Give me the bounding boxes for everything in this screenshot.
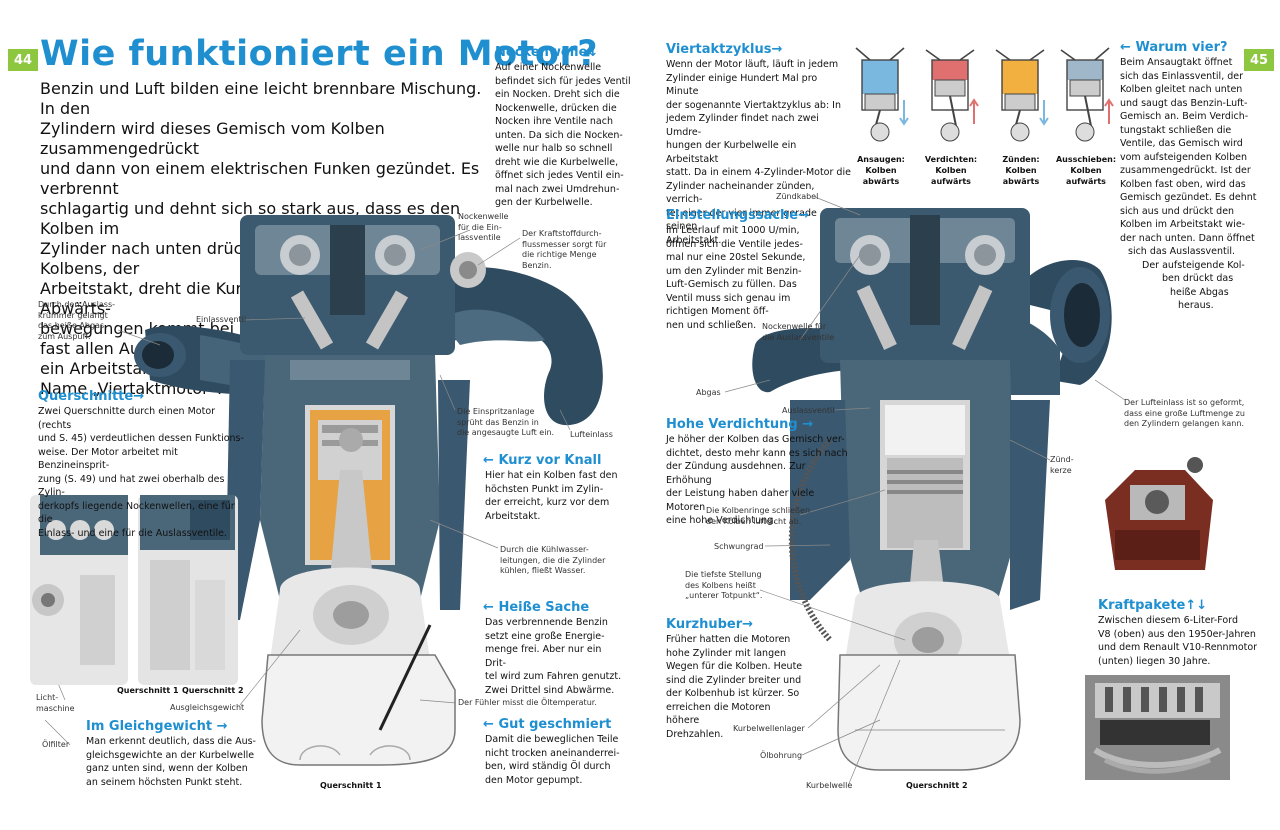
heading-viertaktzyklus: Viertaktzyklus→ [666,42,783,57]
heading-gut-geschmiert: ← Gut geschmiert [483,717,612,732]
label-ausgleichsgewicht: Ausgleichsgewicht [170,703,245,712]
heading-kurzhuber: Kurzhuber→ [666,617,754,632]
caption-querschnitt-1: Querschnitt 1 [320,781,382,790]
label-oelbohrung: Ölbohrung [760,751,803,760]
label-zuendkerze: Zünd-kerze [1050,455,1074,475]
label-lufteinlass: Lufteinlass [570,430,613,439]
heading-querschnitte: Querschnitte→ [38,389,145,404]
heading-kurz-vor-knall: ← Kurz vor Knall [483,453,602,468]
label-kurbelwelle: Kurbelwelle [806,781,853,790]
label-fuehler: Der Fühler misst die Öltemperatur. [458,698,597,707]
caption-querschnitt-2: Querschnitt 2 [906,781,968,790]
text-querschnitte: Zwei Querschnitte durch einen Motor (rec… [38,406,244,539]
label-kuehlwasser: Durch die Kühlwasser-leitungen, die die … [500,545,606,575]
renault-v10-image [1085,675,1230,780]
intro-text: Benzin und Luft bilden eine leicht brenn… [40,79,482,398]
page-number-left: 44 [8,49,38,71]
label-schwungrad: Schwungrad [714,542,764,551]
heading-heisse-sache: ← Heiße Sache [483,600,590,615]
label-einlassventil: Einlassventil [196,315,247,324]
label-oelfilter: Ölfilter [42,740,70,749]
page-number-right: 45 [1244,49,1274,71]
stroke-intake-label-1: Ansaugen: [857,155,905,164]
label-kraftstoff: Der Kraftstoffdurch-flussmesser sorgt fü… [522,229,607,270]
heading-einstellungssache: Einstellungssache→ [666,208,810,223]
heading-nockenwelle: Nockenwelle↓ [495,45,599,60]
heading-kraftpakete: Kraftpakete↑↓ [1098,598,1208,613]
text-gleichgewicht: Man erkennt deutlich, dass die Aus-gleic… [86,736,256,788]
ford-v8-image [1095,440,1220,590]
text-einstellungssache: Im Leerlauf mit 1000 U/min,öffnen sich d… [666,225,806,331]
label-abgas: Abgas [696,388,721,397]
page-title: Wie funktioniert ein Motor? [40,34,599,74]
text-hohe-verdichtung: Je höher der Kolben das Gemisch ver-dich… [666,434,848,526]
label-auslassventil: Auslassventil [782,406,835,415]
heading-hohe-verdichtung: Hohe Verdichtung → [666,417,814,432]
caption-qs1-small: Querschnitt 1 [117,686,179,695]
heading-gleichgewicht: Im Gleichgewicht → [86,719,228,734]
heading-warum-vier: ← Warum vier? [1120,40,1228,55]
label-zuendkabel: Zündkabel [776,192,819,201]
label-lufteinlass-form: Der Lufteinlass ist so geformt,dass eine… [1124,398,1245,428]
label-kurbelwellenlager: Kurbelwellenlager [733,724,805,733]
label-lichtmaschine: Licht-maschine [36,693,75,713]
caption-qs2-small: Querschnitt 2 [182,686,244,695]
